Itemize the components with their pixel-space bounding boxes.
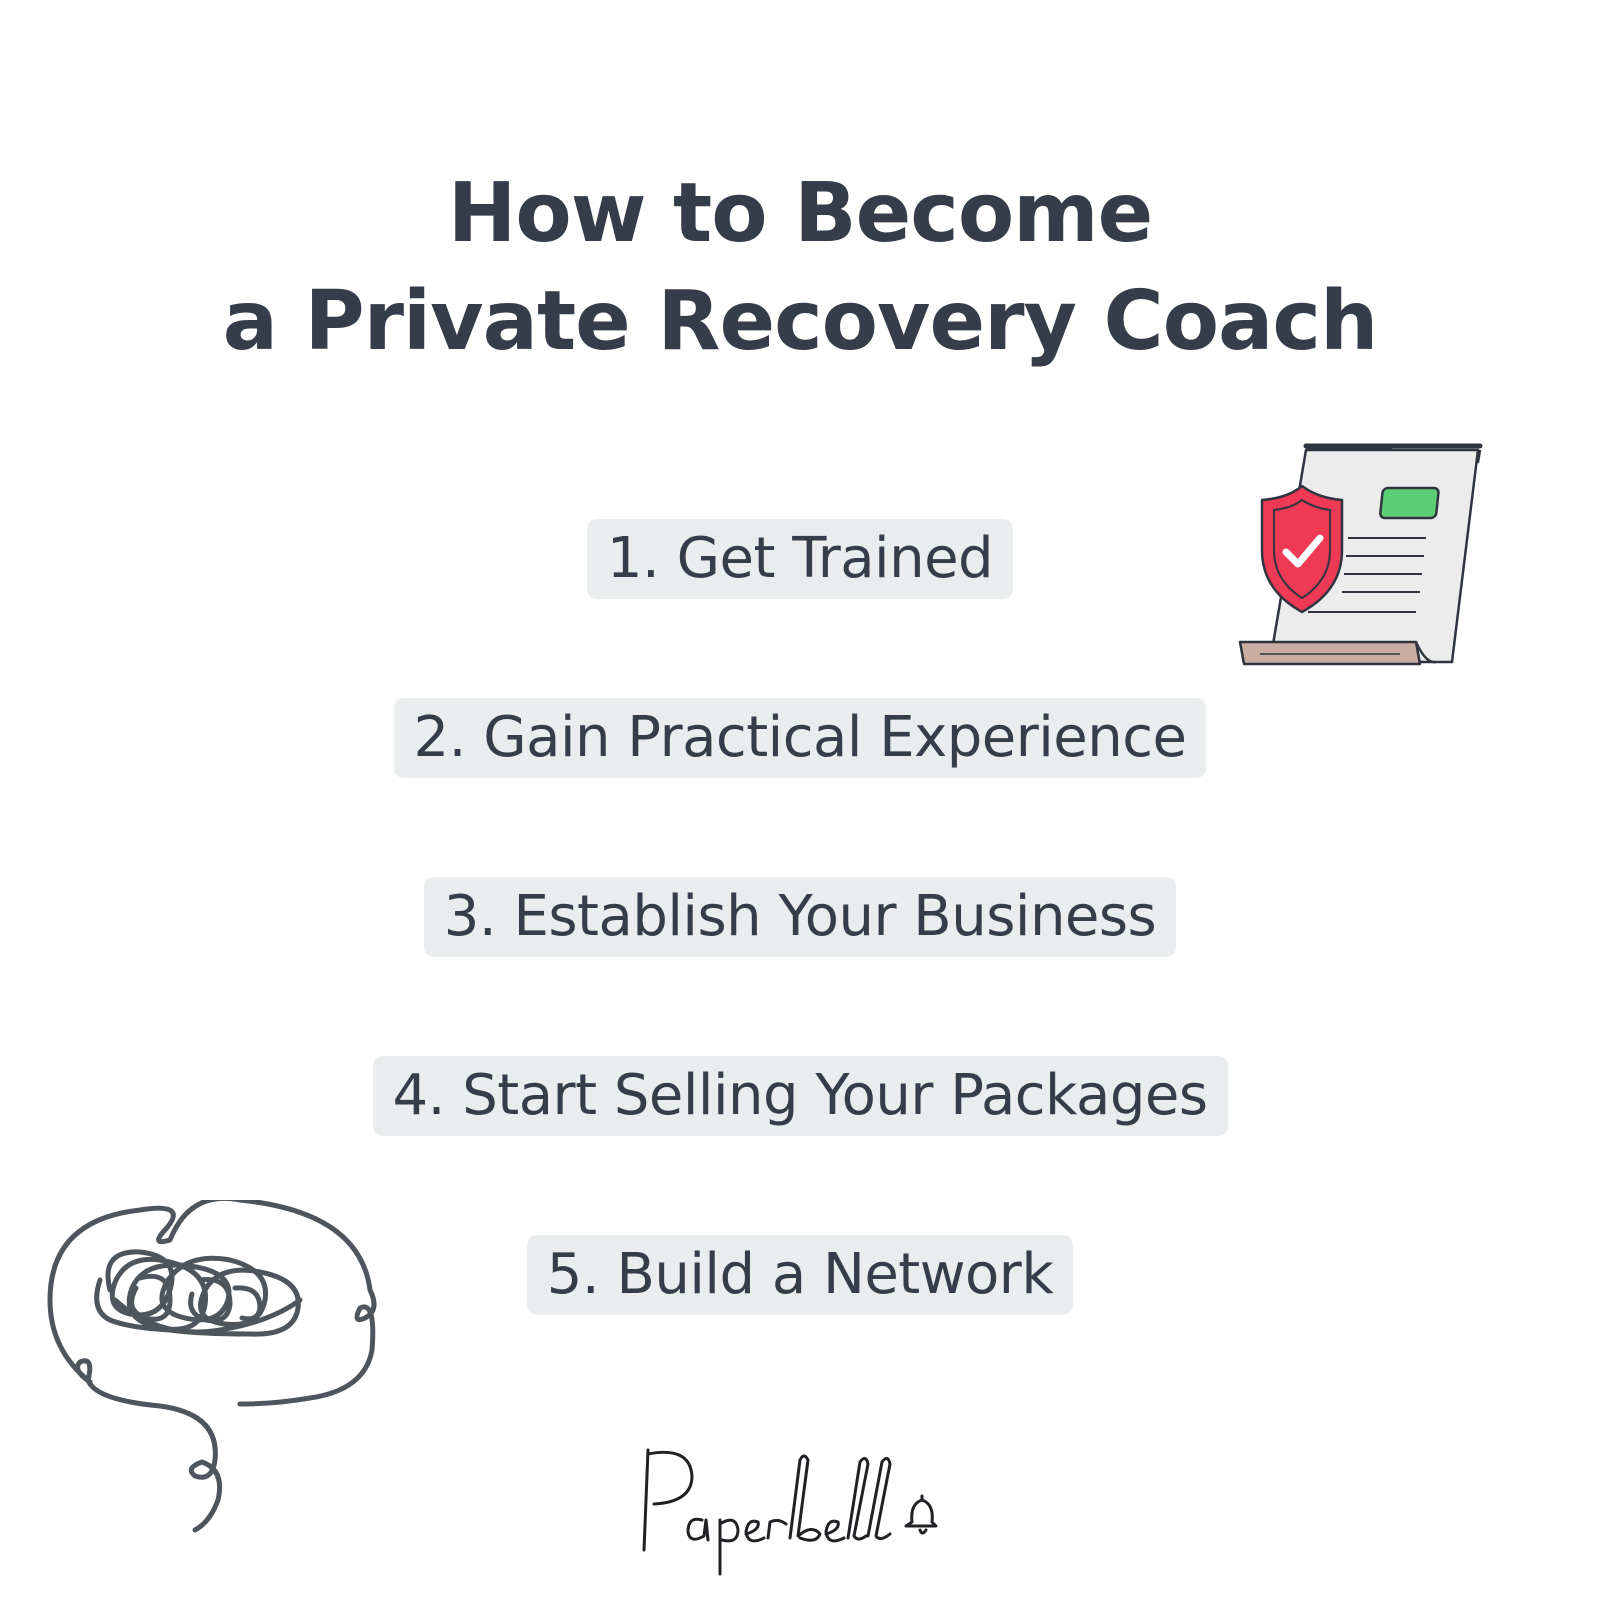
- step-1-label: 1. Get Trained: [586, 519, 1014, 599]
- step-1: 1. Get Trained: [0, 519, 1600, 599]
- step-4: 4. Start Selling Your Packages: [0, 1056, 1600, 1136]
- title-line-2: a Private Recovery Coach: [222, 274, 1379, 369]
- title-line-1: How to Become: [447, 166, 1153, 261]
- step-3-label: 3. Establish Your Business: [423, 877, 1177, 957]
- paperbell-logo: [642, 1448, 938, 1576]
- tangled-brain-icon: [47, 1200, 377, 1533]
- step-5: 5. Build a Network: [0, 1235, 1600, 1315]
- step-2: 2. Gain Practical Experience: [0, 698, 1600, 778]
- step-2-label: 2. Gain Practical Experience: [393, 698, 1207, 778]
- step-5-label: 5. Build a Network: [526, 1235, 1074, 1315]
- document-shield-check-icon: [1238, 443, 1483, 666]
- step-4-label: 4. Start Selling Your Packages: [372, 1056, 1228, 1136]
- step-3: 3. Establish Your Business: [0, 877, 1600, 957]
- page-title: How to Become a Private Recovery Coach: [0, 160, 1600, 376]
